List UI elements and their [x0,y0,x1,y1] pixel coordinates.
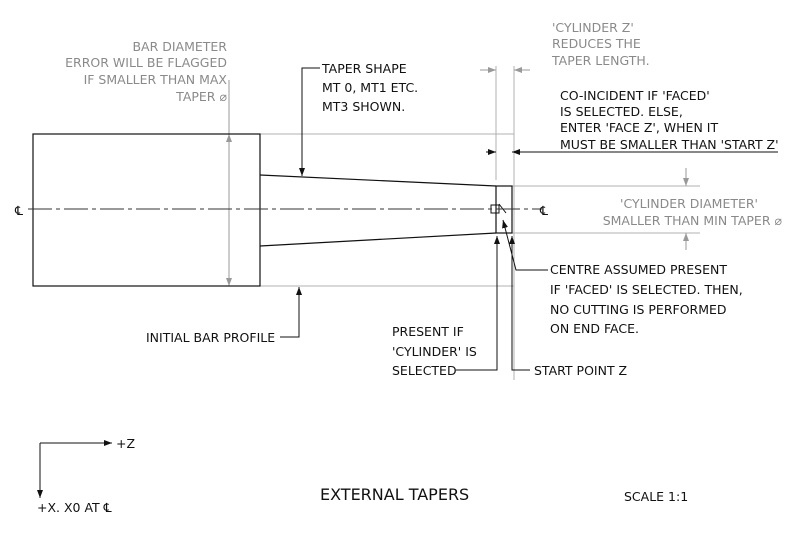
svg-text:'CYLINDER' IS: 'CYLINDER' IS [392,344,477,359]
svg-text:MT3 SHOWN.: MT3 SHOWN. [322,99,405,114]
note-centre-assumed: CENTRE ASSUMED PRESENT IF 'FACED' IS SEL… [550,262,743,336]
svg-text:ON END FACE.: ON END FACE. [550,321,639,336]
initial-bar-profile [32,133,261,287]
svg-text:TAPER ⌀: TAPER ⌀ [175,89,227,104]
svg-text:SMALLER THAN MIN TAPER ⌀: SMALLER THAN MIN TAPER ⌀ [603,213,782,228]
svg-text:ERROR WILL BE FLAGGED: ERROR WILL BE FLAGGED [65,55,227,70]
drawing-title: EXTERNAL TAPERS [320,485,469,504]
x-axis-label: +X. X0 AT ℄ [37,500,112,515]
taper-profile [259,174,513,247]
drawing-scale: SCALE 1:1 [624,489,688,504]
note-initial-bar: INITIAL BAR PROFILE [146,330,275,345]
svg-text:IF SMALLER THAN MAX: IF SMALLER THAN MAX [84,72,228,87]
svg-text:PRESENT IF: PRESENT IF [392,324,464,339]
svg-text:TAPER SHAPE: TAPER SHAPE [321,61,407,76]
note-coincident: CO-INCIDENT IF 'FACED' IS SELECTED. ELSE… [560,88,779,152]
svg-text:CENTRE ASSUMED PRESENT: CENTRE ASSUMED PRESENT [550,262,727,277]
svg-text:IS SELECTED. ELSE,: IS SELECTED. ELSE, [560,104,683,119]
svg-text:ENTER 'FACE Z', WHEN IT: ENTER 'FACE Z', WHEN IT [560,120,718,135]
svg-text:SELECTED: SELECTED [392,363,457,378]
svg-text:TAPER LENGTH.: TAPER LENGTH. [551,53,650,68]
note-cylinder-z: 'CYLINDER Z' REDUCES THE TAPER LENGTH. [551,20,650,68]
svg-text:NO CUTTING IS PERFORMED: NO CUTTING IS PERFORMED [550,302,727,317]
note-bar-diameter: BAR DIAMETER ERROR WILL BE FLAGGED IF SM… [65,39,227,104]
note-taper-shape: TAPER SHAPE MT 0, MT1 ETC. MT3 SHOWN. [321,61,418,114]
svg-text:MT 0, MT1 ETC.: MT 0, MT1 ETC. [322,80,418,95]
svg-text:'CYLINDER DIAMETER': 'CYLINDER DIAMETER' [620,196,758,211]
svg-text:MUST BE SMALLER THAN 'START Z': MUST BE SMALLER THAN 'START Z' [560,137,779,152]
axes-indicator [37,440,112,498]
svg-text:IF 'FACED' IS SELECTED. THEN,: IF 'FACED' IS SELECTED. THEN, [550,282,743,297]
leaders [280,67,778,371]
construction-lines [229,66,700,380]
svg-text:'CYLINDER Z': 'CYLINDER Z' [552,20,634,35]
z-axis-label: +Z [116,436,135,451]
centerline-symbol-left: ℄ [14,203,23,218]
svg-text:BAR DIAMETER: BAR DIAMETER [132,39,227,54]
note-present-if: PRESENT IF 'CYLINDER' IS SELECTED [392,324,477,378]
centerline-symbol-right: ℄ [539,203,548,218]
note-start-point: START POINT Z [534,363,627,378]
svg-text:CO-INCIDENT IF 'FACED': CO-INCIDENT IF 'FACED' [560,88,710,103]
note-cylinder-diameter: 'CYLINDER DIAMETER' SMALLER THAN MIN TAP… [603,196,782,228]
svg-text:REDUCES THE: REDUCES THE [552,36,641,51]
